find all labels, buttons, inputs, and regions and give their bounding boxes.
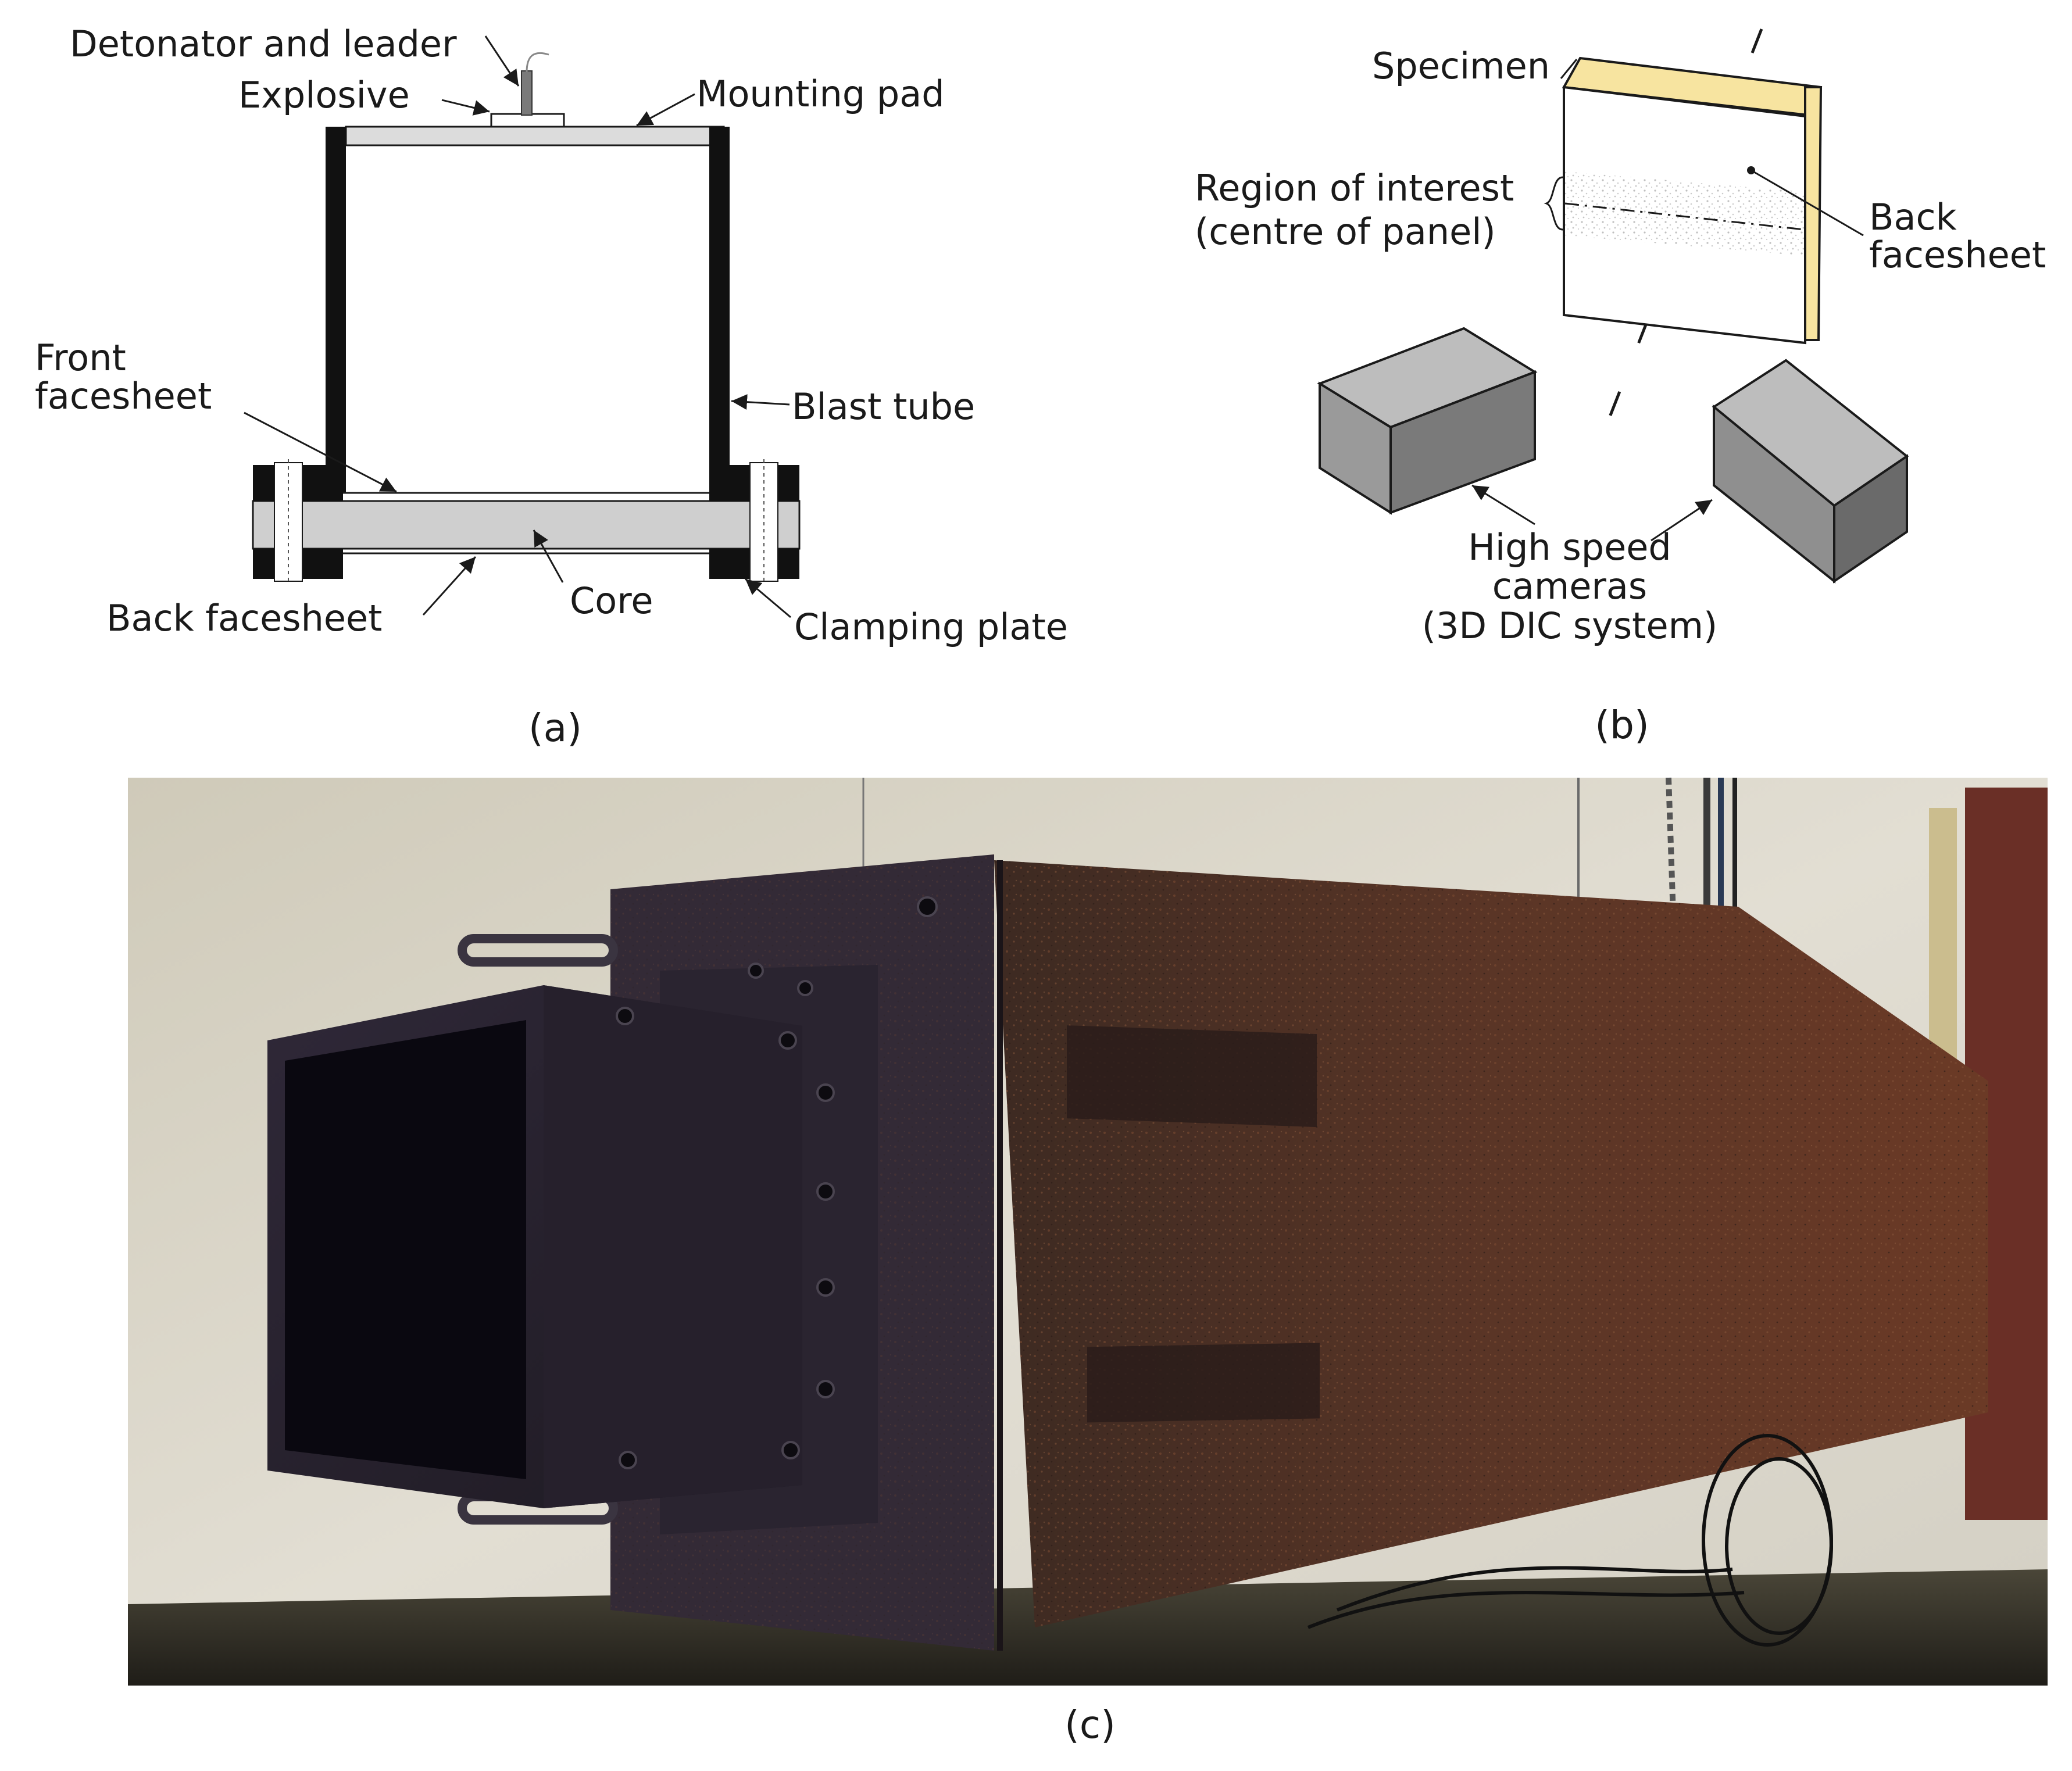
region-of-interest-speckle xyxy=(1565,171,1804,256)
label-front-facesheet-1: Front xyxy=(35,337,126,379)
detonator-leader-wire xyxy=(526,52,549,73)
photo-floor xyxy=(128,1569,2048,1686)
blast-tube-right-wall xyxy=(709,127,730,493)
label-specimen: Specimen xyxy=(1372,45,1550,87)
detonator xyxy=(521,70,533,116)
label-clamping-plate: Clamping plate xyxy=(794,606,1068,648)
label-roi-1: Region of interest xyxy=(1195,167,1514,209)
mounting-pad xyxy=(345,126,725,146)
label-core: Core xyxy=(570,579,653,622)
label-back-2: facesheet xyxy=(1869,234,2046,276)
core xyxy=(252,500,801,550)
label-front-facesheet-2: facesheet xyxy=(35,375,212,417)
camera-right xyxy=(1712,359,1909,584)
blast-tube-left-wall xyxy=(326,127,346,493)
front-tube-opening xyxy=(285,1020,526,1479)
back-facesheet xyxy=(301,548,766,554)
panel-b-dic-setup: Specimen Region of interest (centre of p… xyxy=(1195,28,2046,747)
caption-b: (b) xyxy=(1595,703,1649,747)
label-back-facesheet: Back facesheet xyxy=(106,597,382,639)
label-explosive: Explosive xyxy=(238,74,410,116)
caption-a: (a) xyxy=(528,706,582,750)
panel-c-photo: (c) xyxy=(128,777,2048,1747)
label-blast-tube: Blast tube xyxy=(792,385,975,428)
panel-a-blast-tube-schematic: Detonator and leader Explosive Mounting … xyxy=(35,23,1068,750)
label-roi-2: (centre of panel) xyxy=(1195,210,1496,253)
caption-c: (c) xyxy=(1064,1702,1116,1747)
roi-brace xyxy=(1544,176,1563,231)
label-mounting-pad: Mounting pad xyxy=(696,73,945,115)
label-cameras-2: cameras xyxy=(1492,565,1647,607)
floor-cables xyxy=(1307,1434,1833,1647)
label-back-1: Back xyxy=(1869,196,1957,238)
bolts xyxy=(616,896,938,1469)
roi-centre-line xyxy=(1564,202,1805,231)
specimen-side-edge xyxy=(1804,86,1823,341)
label-cameras-3: (3D DIC system) xyxy=(1422,604,1717,647)
label-detonator: Detonator and leader xyxy=(70,23,457,65)
camera-left xyxy=(1317,327,1538,515)
label-cameras-1: High speed xyxy=(1468,526,1671,568)
front-facesheet xyxy=(301,492,766,502)
explosive xyxy=(490,113,565,128)
